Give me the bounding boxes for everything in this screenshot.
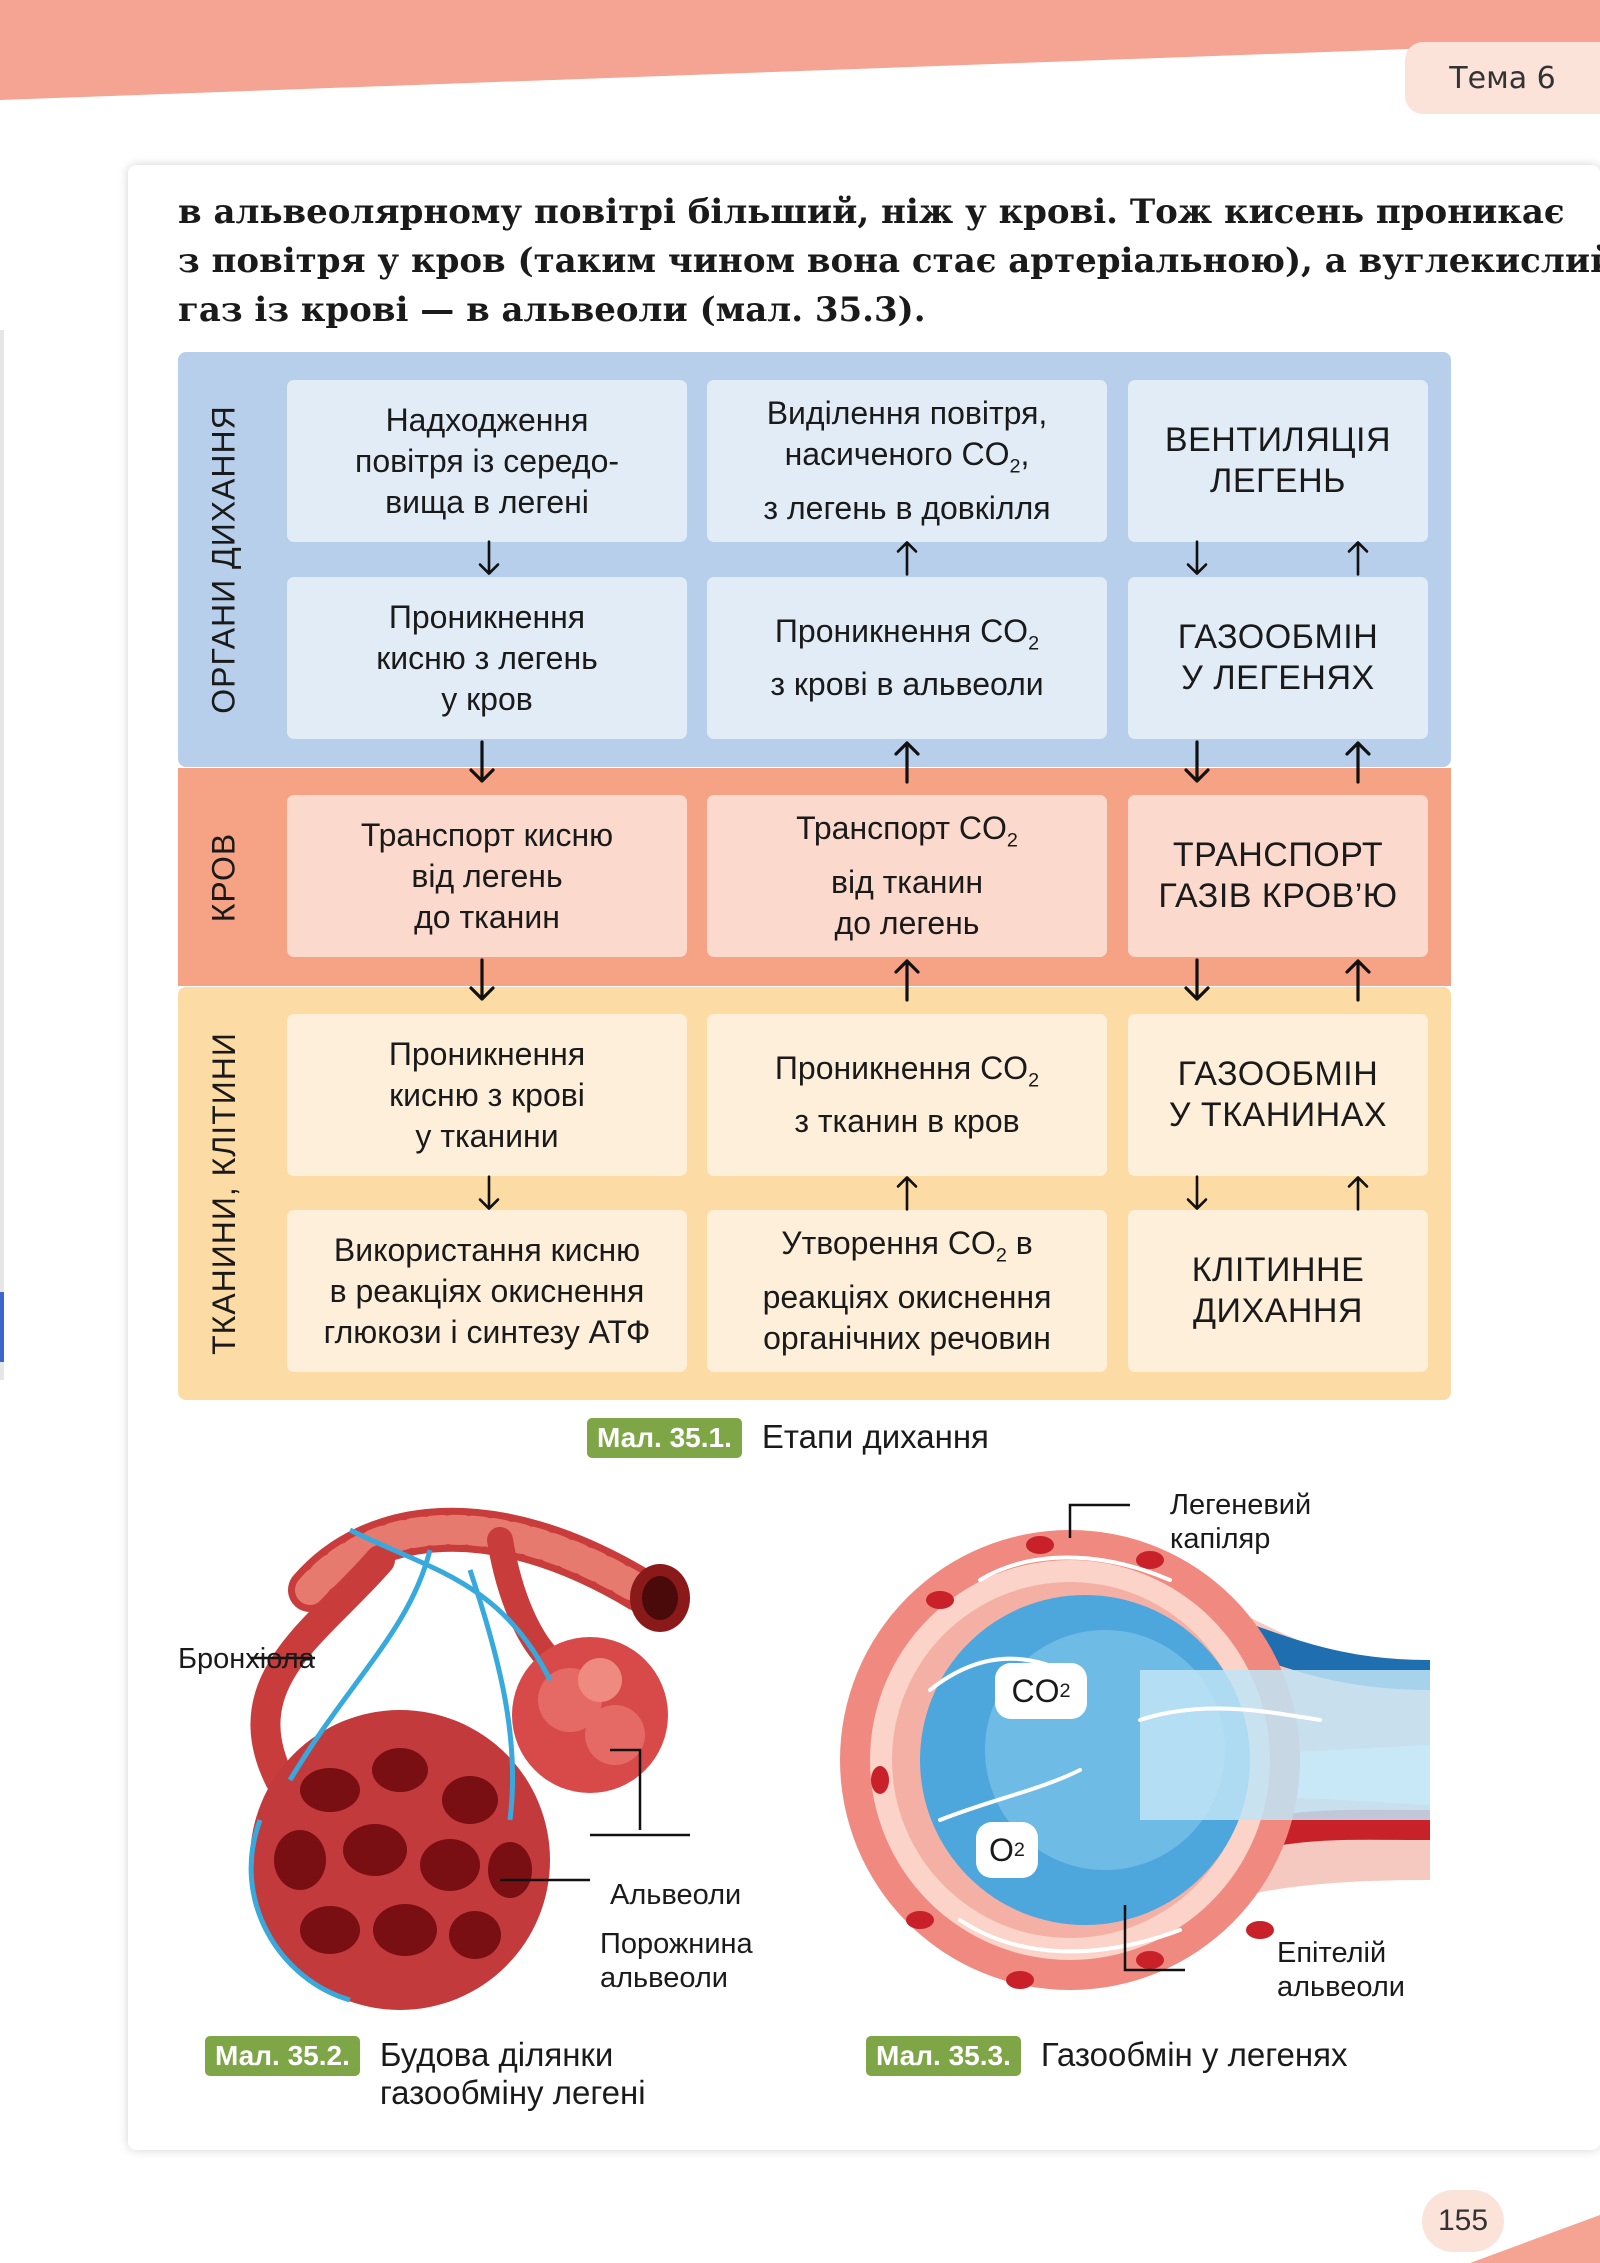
label-alveoli: Альвеоли bbox=[610, 1879, 742, 1911]
figure-badge: Мал. 35.1. bbox=[587, 1418, 742, 1458]
arrow-down-icon bbox=[1182, 740, 1212, 784]
arrow-up-icon bbox=[892, 1175, 922, 1211]
paragraph-line: газ із крові — в альвеоли (мал. 35.3). bbox=[178, 290, 926, 330]
figure-badge: Мал. 35.3. bbox=[866, 2036, 1021, 2076]
topic-label: Тема 6 bbox=[1449, 60, 1556, 96]
alveoli-structure-illustration bbox=[248, 1507, 690, 2010]
tissues-band-label: ТКАНИНИ, КЛІТИНИ bbox=[205, 1032, 242, 1355]
arrow-up-icon bbox=[892, 958, 922, 1002]
arrow-up-icon bbox=[892, 540, 922, 576]
respiratory-band-label: ОРГАНИ ДИХАННЯ bbox=[205, 405, 242, 714]
paragraph-line: з повітря у кров (таким чином вона стає … bbox=[178, 241, 1600, 281]
left-edge-marker bbox=[0, 1292, 4, 1362]
body-paragraph: в альвеолярному повітрі більший, ніж у к… bbox=[178, 188, 1600, 335]
topic-tab: Тема 6 bbox=[1405, 42, 1600, 114]
arrow-down-icon bbox=[1182, 1175, 1212, 1211]
top-decorative-band bbox=[0, 0, 1600, 100]
left-edge-strip bbox=[0, 330, 4, 1380]
arrow-up-icon bbox=[1343, 1175, 1373, 1211]
paragraph-line: в альвеолярному повітрі більший, ніж у к… bbox=[178, 192, 1565, 232]
arrow-down-icon bbox=[474, 1175, 504, 1211]
page-number: 155 bbox=[1422, 2190, 1504, 2252]
arrow-down-icon bbox=[1182, 958, 1212, 1002]
arrow-down-icon bbox=[467, 740, 497, 784]
arrow-down-icon bbox=[474, 540, 504, 576]
arrow-up-icon bbox=[1343, 540, 1373, 576]
arrow-down-icon bbox=[467, 958, 497, 1002]
bottom-corner-decoration bbox=[1470, 2215, 1600, 2263]
arrow-down-icon bbox=[1182, 540, 1212, 576]
label-bronchiole: Бронхіола bbox=[178, 1643, 315, 1675]
figure-badge: Мал. 35.2. bbox=[205, 2036, 360, 2076]
blood-band-label: КРОВ bbox=[205, 832, 242, 922]
arrow-up-icon bbox=[1343, 740, 1373, 784]
figure-caption-text: Газообмін у легенях bbox=[1040, 2036, 1348, 2073]
arrow-up-icon bbox=[892, 740, 922, 784]
arrow-up-icon bbox=[1343, 958, 1373, 1002]
gas-exchange-illustration bbox=[840, 1503, 1430, 1990]
figure-35-1-caption: Мал. 35.1. Етапи дихання bbox=[587, 1418, 989, 1458]
figure-caption-text: Етапи дихання bbox=[761, 1418, 989, 1455]
box-air-exhale: Виділення повітря,насиченого CO2,з леген… bbox=[707, 380, 1107, 542]
figure-35-3-caption: Мал. 35.3. Газообмін у легенях bbox=[866, 2036, 1347, 2076]
